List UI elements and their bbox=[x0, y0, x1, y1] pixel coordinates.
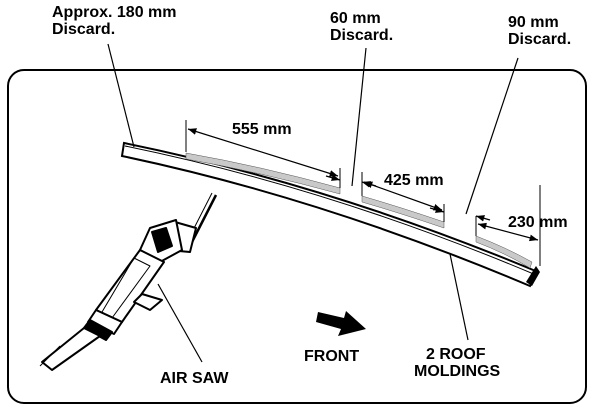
callout-right-discard-line2: Discard. bbox=[508, 31, 572, 48]
callout-right-discard: 90 mm Discard. bbox=[508, 14, 571, 48]
dimension-label-555: 555 mm bbox=[232, 121, 292, 138]
dimension-label-425: 425 mm bbox=[384, 172, 444, 189]
callout-left-discard-line1: Approx. 180 mm bbox=[52, 4, 177, 21]
roof-moldings-label: 2 ROOF MOLDINGS bbox=[414, 346, 500, 380]
dimension-label-230: 230 mm bbox=[508, 214, 568, 231]
leader-middle-discard bbox=[351, 47, 367, 187]
front-label: FRONT bbox=[304, 348, 360, 365]
leader-right-discard bbox=[465, 57, 519, 215]
leader-air-saw bbox=[157, 283, 203, 363]
air-saw-icon bbox=[39, 192, 218, 371]
dimension-arrows bbox=[187, 128, 539, 242]
callout-middle-discard-line1: 60 mm bbox=[330, 10, 381, 27]
roof-moldings-label-line2: MOLDINGS bbox=[414, 363, 501, 380]
roof-molding bbox=[120, 141, 540, 288]
callout-left-discard-line2: Discard. bbox=[52, 21, 116, 38]
molding-end-cap bbox=[526, 266, 540, 286]
front-arrow-icon bbox=[316, 311, 366, 336]
molding-segment-230 bbox=[475, 235, 533, 269]
callout-middle-discard: 60 mm Discard. bbox=[330, 10, 393, 44]
roof-moldings-label-line1: 2 ROOF bbox=[426, 346, 486, 363]
callout-left-discard: Approx. 180 mm Discard. bbox=[52, 4, 176, 38]
callout-right-discard-line1: 90 mm bbox=[508, 14, 559, 31]
callout-middle-discard-line2: Discard. bbox=[330, 27, 394, 44]
figure-frame bbox=[7, 69, 587, 404]
air-saw-label: AIR SAW bbox=[160, 370, 229, 387]
leader-left-discard bbox=[107, 43, 135, 148]
leader-roof-moldings bbox=[449, 253, 469, 341]
